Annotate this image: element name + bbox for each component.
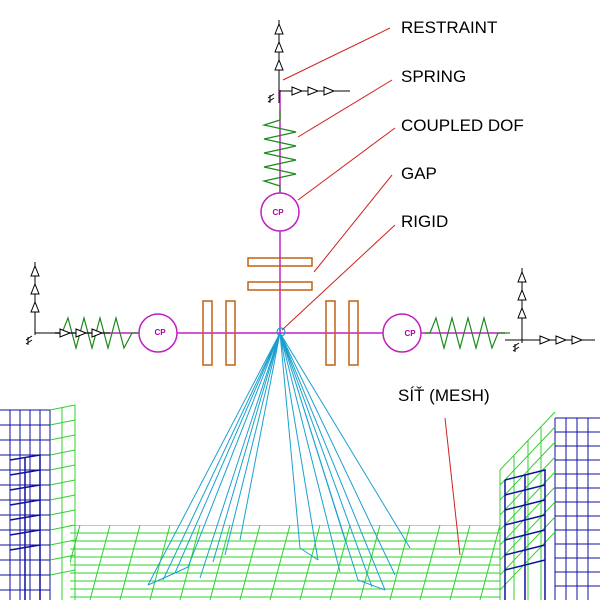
mesh-block-left (0, 404, 76, 600)
label-gap: GAP (401, 164, 437, 183)
leader-restraint (282, 27, 391, 81)
gap-left-2 (225, 300, 236, 366)
coupled-dof-left: CP (138, 313, 178, 353)
mesh-floor (70, 525, 500, 600)
rigid-element (147, 332, 411, 591)
cp-marker-right: CP (404, 329, 416, 338)
restraint-top (267, 20, 350, 103)
gap-elements (202, 257, 359, 366)
restraint-right (505, 268, 595, 352)
leader-gap (313, 174, 393, 273)
leader-rigid (281, 224, 396, 331)
leader-lines (281, 27, 461, 556)
spring-top (261, 110, 297, 193)
gap-right-1 (325, 300, 336, 366)
label-restraint: RESTRAINT (401, 18, 497, 37)
gap-top-1 (247, 257, 313, 267)
coupled-dof-right: CP (382, 313, 422, 353)
gap-right-2 (348, 300, 359, 366)
central-node (276, 327, 286, 337)
leader-spring (297, 79, 393, 138)
spring-right (425, 315, 510, 351)
label-mesh: SÍŤ (MESH) (398, 386, 490, 405)
restraint-left (25, 262, 110, 345)
label-coupled-dof: COUPLED DOF (401, 116, 524, 135)
gap-left-1 (202, 300, 213, 366)
label-rigid: RIGID (401, 212, 448, 231)
leader-coupled-dof (297, 127, 396, 201)
mesh-block-right (499, 411, 600, 600)
label-spring: SPRING (401, 67, 466, 86)
cp-marker-top: CP (272, 208, 284, 217)
cp-marker-left: CP (154, 328, 166, 337)
coupled-dof-top: CP (260, 192, 300, 232)
gap-top-2 (247, 281, 313, 291)
leader-mesh (444, 417, 461, 556)
